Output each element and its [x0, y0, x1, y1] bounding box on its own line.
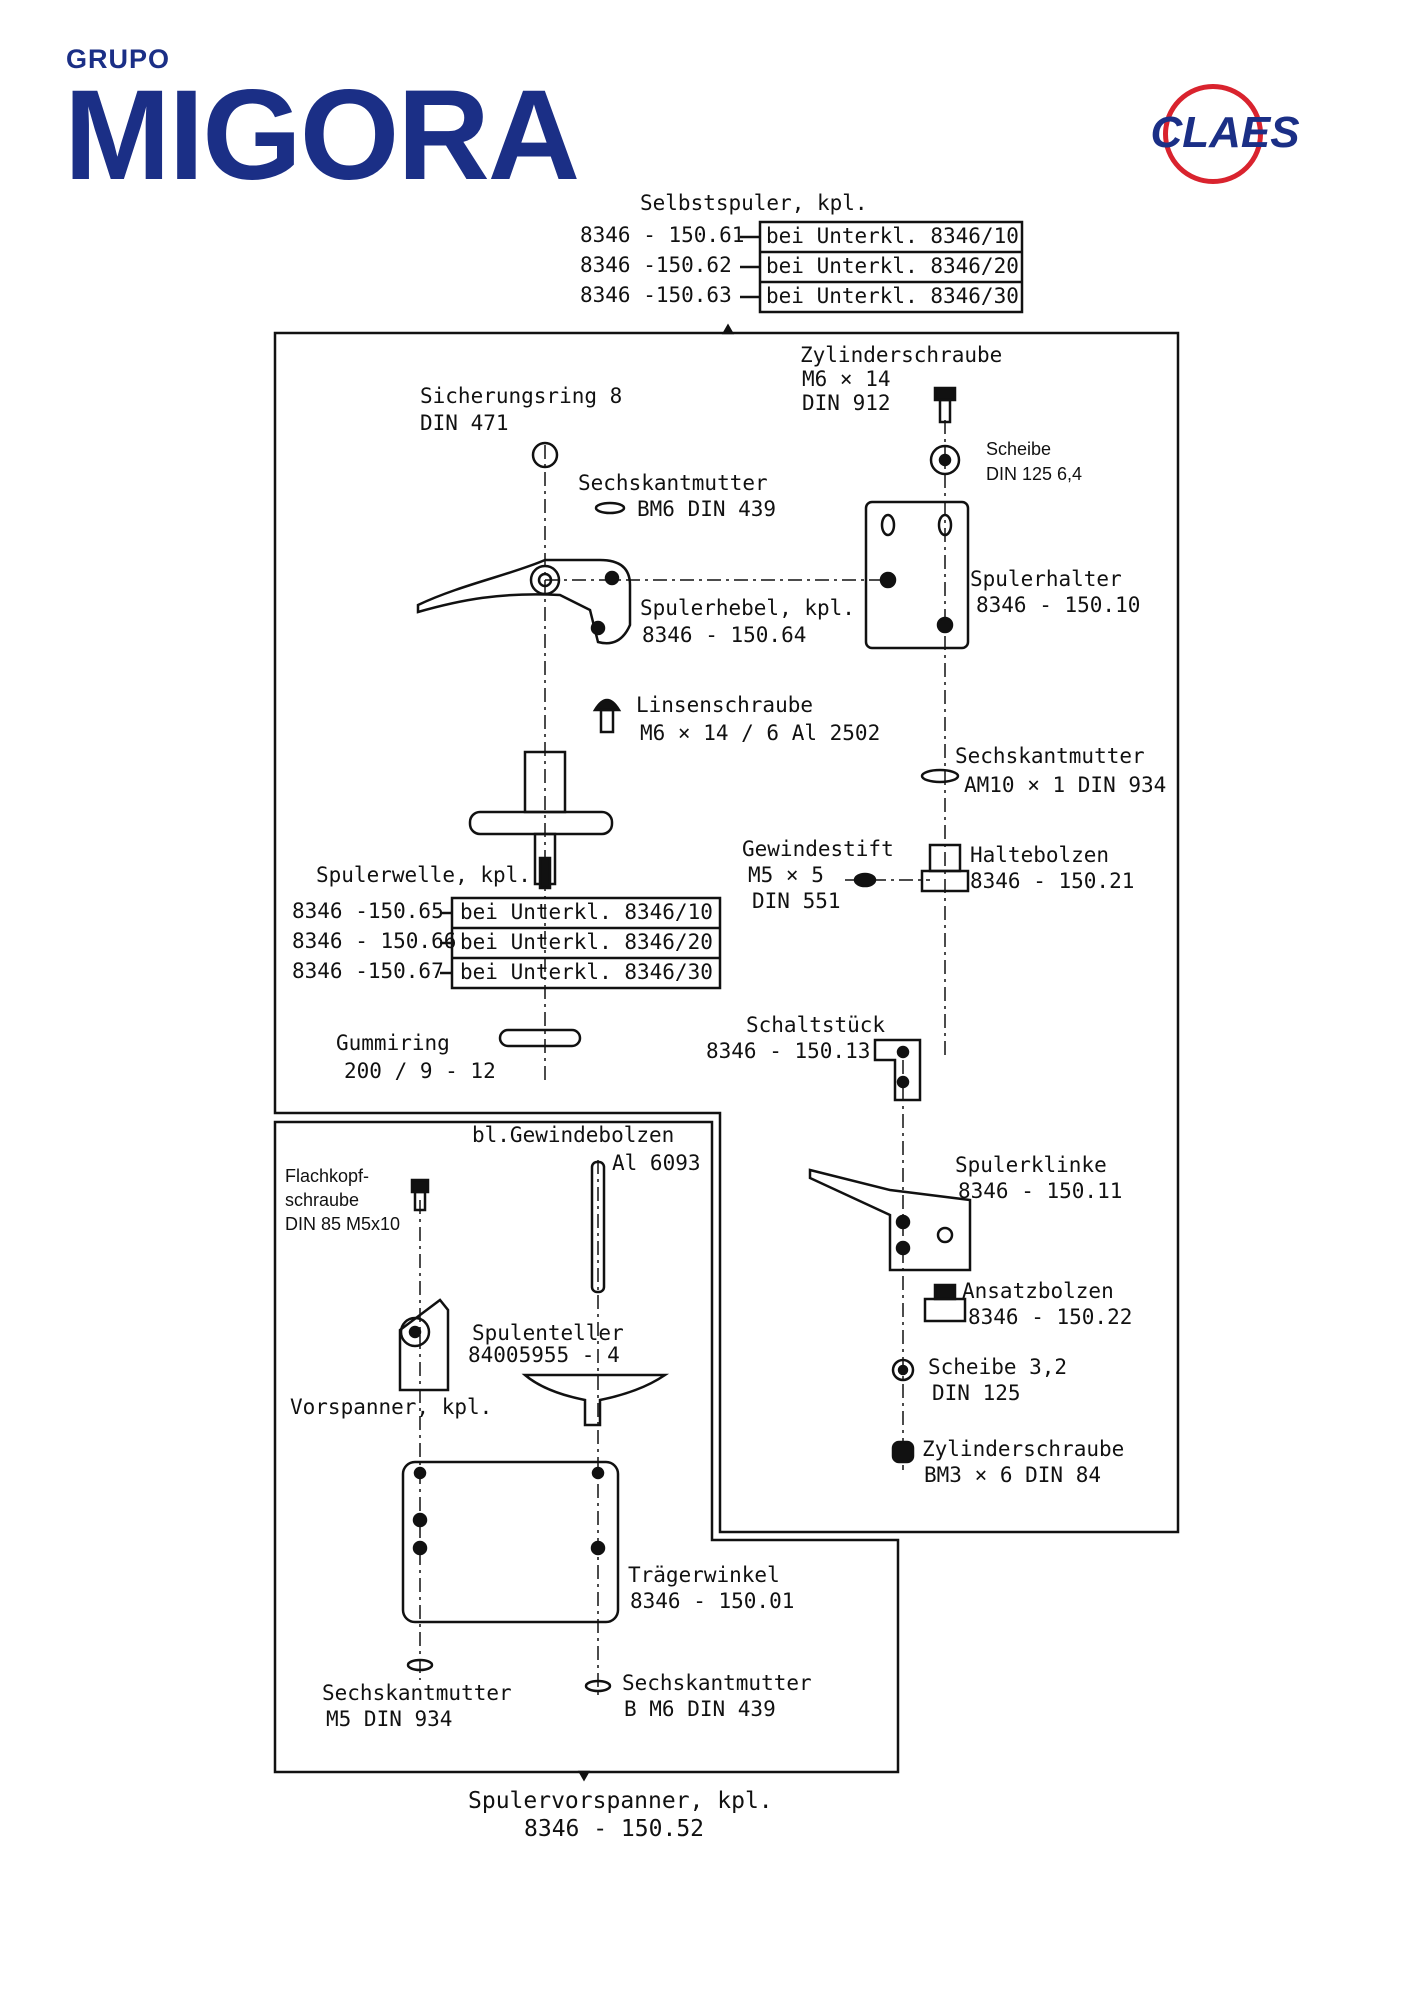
spulerwelle-note-2: bei Unterkl. 8346/20	[460, 930, 713, 954]
spulerwelle-part-3: 8346 -150.67	[292, 959, 444, 983]
claes-logo-ring	[1163, 84, 1263, 184]
label-schaltstueck-part: 8346 - 150.13	[706, 1039, 870, 1063]
label-linsenschraube: Linsenschraube	[636, 693, 813, 717]
label-zylinderschraube-bottom-spec: BM3 × 6 DIN 84	[924, 1463, 1101, 1487]
label-scheibe-top: Scheibe	[986, 439, 1051, 459]
spulerhebel-shape	[416, 558, 632, 645]
label-spulerhebel-part: 8346 - 150.64	[642, 623, 806, 647]
label-scheibe-small: Scheibe 3,2	[928, 1355, 1067, 1379]
title-spulervorspanner-part: 8346 - 150.52	[524, 1816, 704, 1842]
label-sechskantmutter-2: Sechskantmutter	[955, 744, 1145, 768]
label-gewindestift: Gewindestift	[742, 837, 894, 861]
label-gummiring: Gummiring	[336, 1031, 450, 1055]
logo-grupo-text: GRUPO	[66, 44, 171, 74]
label-haltebolzen: Haltebolzen	[970, 843, 1109, 867]
label-sicherungsring-din: DIN 471	[420, 411, 509, 435]
label-zylinderschraube-bottom: Zylinderschraube	[922, 1437, 1124, 1461]
label-zylinderschraube-top-din: DIN 912	[802, 391, 891, 415]
label-spulerklinke-part: 8346 - 150.11	[958, 1179, 1122, 1203]
label-spulerhebel: Spulerhebel, kpl.	[640, 596, 855, 620]
label-sechskantmutter-4: Sechskantmutter	[622, 1671, 812, 1695]
traegerwinkel-shape	[401, 1460, 620, 1624]
label-scheibe-small-din: DIN 125	[932, 1381, 1021, 1405]
label-sechskantmutter-3: Sechskantmutter	[322, 1681, 512, 1705]
frame-selbstspuler	[273, 331, 1180, 1534]
title-selbstspuler: Selbstspuler, kpl.	[640, 191, 868, 215]
label-ansatzbolzen: Ansatzbolzen	[962, 1279, 1114, 1303]
spulerwelle-note-1: bei Unterkl. 8346/10	[460, 900, 713, 924]
label-traegerwinkel: Trägerwinkel	[628, 1563, 780, 1587]
spulerwelle-part-2: 8346 - 150.66	[292, 929, 456, 953]
label-linsenschraube-spec: M6 × 14 / 6 Al 2502	[640, 721, 880, 745]
label-spulenteller: Spulenteller	[472, 1321, 624, 1345]
spulenteller-shape	[521, 1373, 670, 1427]
label-vorspanner: Vorspanner, kpl.	[290, 1395, 492, 1419]
sicherungsring-shape	[531, 441, 559, 469]
label-zylinderschraube-top: Zylinderschraube	[800, 343, 1002, 367]
label-sechskantmutter-3-spec: M5 DIN 934	[326, 1707, 452, 1731]
label-gewindebolzen-part: Al 6093	[612, 1151, 701, 1175]
label-gewindestift-size: M5 × 5	[748, 863, 824, 887]
spulerwelle-part-1: 8346 -150.65	[292, 899, 444, 923]
selbstspuler-part-1: 8346 - 150.61	[580, 223, 744, 247]
logo-migora: MIGORA	[64, 64, 580, 207]
vorspanner-shape	[398, 1298, 450, 1392]
label-spulerklinke: Spulerklinke	[955, 1153, 1107, 1177]
label-spulerwelle: Spulerwelle, kpl.	[316, 863, 531, 887]
selbstspuler-note-2: bei Unterkl. 8346/20	[766, 254, 1019, 278]
label-sechskantmutter-4-spec: B M6 DIN 439	[624, 1697, 776, 1721]
label-haltebolzen-part: 8346 - 150.21	[970, 869, 1134, 893]
label-gummiring-spec: 200 / 9 - 12	[344, 1059, 496, 1083]
label-spulerhalter: Spulerhalter	[970, 567, 1122, 591]
label-flachkopf-3: DIN 85 M5x10	[285, 1214, 400, 1234]
selbstspuler-note-3: bei Unterkl. 8346/30	[766, 284, 1019, 308]
label-spulenteller-part: 84005955 - 4	[468, 1343, 620, 1367]
logo-claes: CLAES	[1150, 108, 1300, 157]
label-gewindebolzen: bl.Gewindebolzen	[472, 1123, 674, 1147]
spulerwelle-note-3: bei Unterkl. 8346/30	[460, 960, 713, 984]
label-gewindestift-din: DIN 551	[752, 889, 841, 913]
spulerklinke-shape	[808, 1168, 972, 1272]
label-sicherungsring: Sicherungsring 8	[420, 384, 622, 408]
gewindebolzen-shape	[590, 1160, 606, 1294]
selbstspuler-note-1: bei Unterkl. 8346/10	[766, 224, 1019, 248]
label-sechskantmutter-1: Sechskantmutter	[578, 471, 768, 495]
label-ansatzbolzen-part: 8346 - 150.22	[968, 1305, 1132, 1329]
spulerhalter-shape	[864, 500, 970, 650]
label-flachkopf-2: schraube	[285, 1190, 359, 1210]
label-sechskantmutter-2-spec: AM10 × 1 DIN 934	[964, 773, 1166, 797]
label-zylinderschraube-top-size: M6 × 14	[802, 367, 891, 391]
title-spulervorspanner: Spulervorspanner, kpl.	[468, 1788, 773, 1814]
frame-spulervorspanner	[273, 1120, 900, 1774]
label-schaltstueck: Schaltstück	[746, 1013, 885, 1037]
selbstspuler-part-3: 8346 -150.63	[580, 283, 732, 307]
label-sechskantmutter-1-spec: BM6 DIN 439	[637, 497, 776, 521]
schaltstueck-shape	[873, 1038, 922, 1102]
label-traegerwinkel-part: 8346 - 150.01	[630, 1589, 794, 1613]
gummiring-shape	[498, 1028, 582, 1048]
selbstspuler-part-2: 8346 -150.62	[580, 253, 732, 277]
label-flachkopf-1: Flachkopf-	[285, 1166, 369, 1186]
label-scheibe-top-din: DIN 125 6,4	[986, 464, 1082, 484]
label-spulerhalter-part: 8346 - 150.10	[976, 593, 1140, 617]
